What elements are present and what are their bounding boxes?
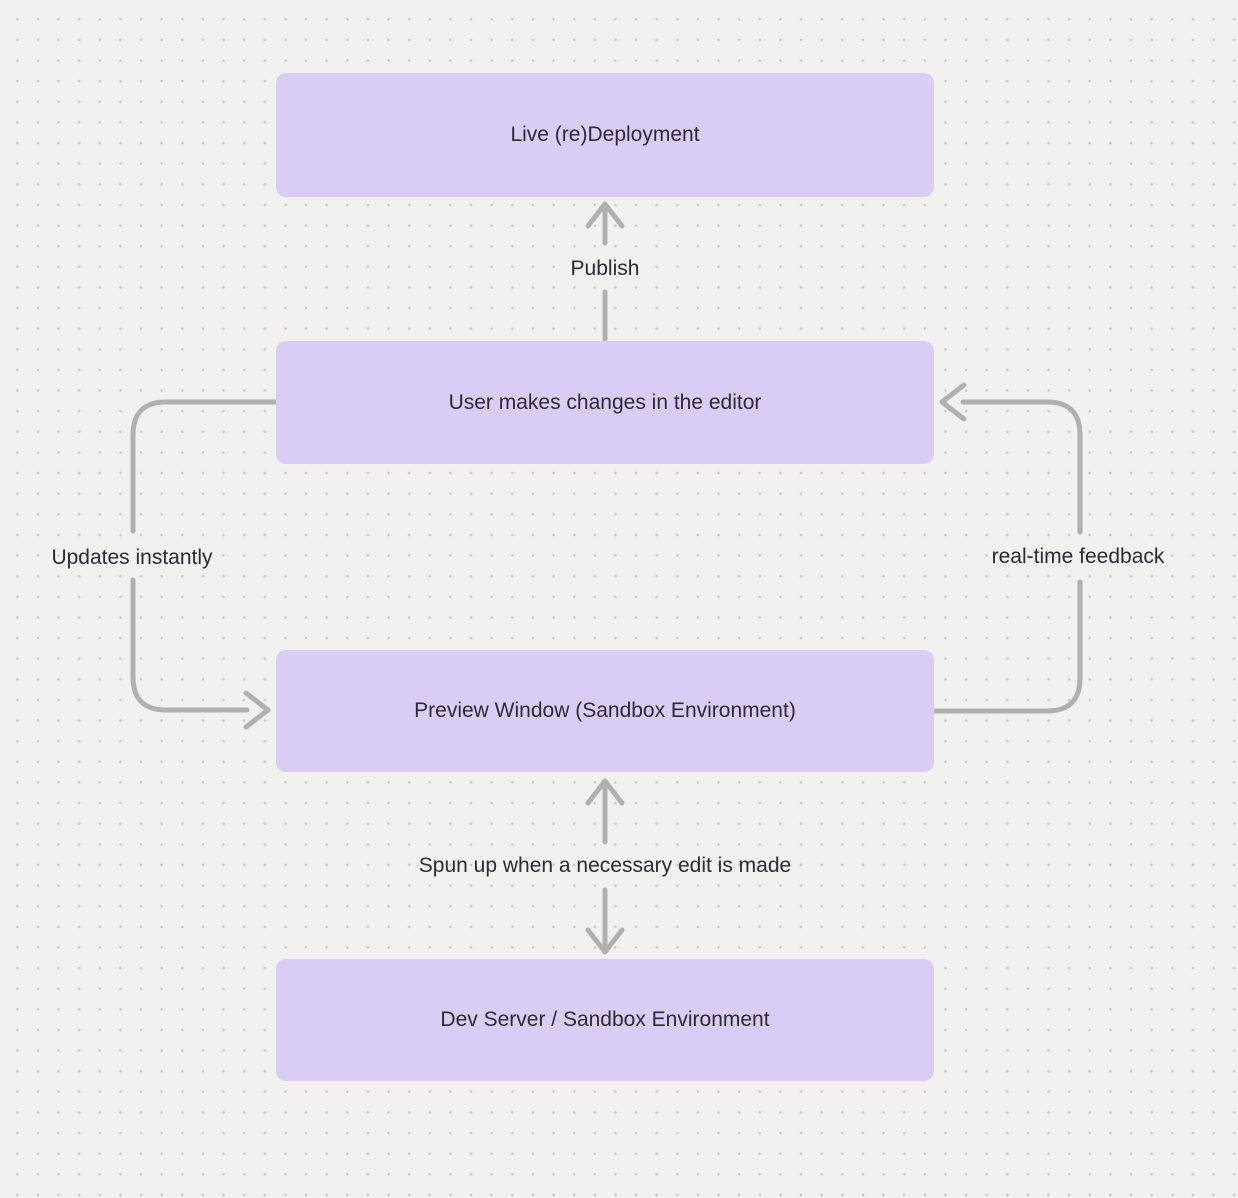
publish-connector[interactable] [585, 201, 625, 342]
arrowhead-up-icon [585, 778, 625, 806]
arrowhead-left-icon [939, 382, 967, 422]
node-live-redeployment[interactable]: Live (re)Deployment [276, 73, 934, 197]
edge-label-sandbox-sync: Spun up when a necessary edit is made [418, 854, 792, 877]
node-dev-server[interactable]: Dev Server / Sandbox Environment [276, 959, 934, 1081]
sandbox-sync-connector[interactable] [585, 778, 625, 955]
real-time-feedback-connector[interactable] [931, 382, 1083, 714]
node-label: Live (re)Deployment [510, 123, 700, 147]
node-editor[interactable]: User makes changes in the editor [276, 341, 934, 464]
updates-instantly-connector[interactable] [130, 399, 279, 730]
arrowhead-right-icon [243, 690, 271, 730]
edge-label-publish: Publish [570, 257, 640, 280]
node-label: User makes changes in the editor [448, 390, 762, 414]
connector-line [960, 399, 1083, 535]
connector-line [130, 399, 279, 534]
edge-label-updates-instantly: Updates instantly [51, 546, 213, 569]
connector-line [931, 579, 1083, 714]
arrowhead-up-icon [585, 201, 625, 229]
node-preview-window[interactable]: Preview Window (Sandbox Environment) [276, 650, 934, 772]
arrowhead-down-icon [585, 927, 625, 955]
edge-label-real-time-feedback: real-time feedback [991, 545, 1165, 568]
connector-line [130, 577, 250, 713]
node-label: Dev Server / Sandbox Environment [440, 1008, 770, 1032]
node-label: Preview Window (Sandbox Environment) [414, 699, 796, 723]
